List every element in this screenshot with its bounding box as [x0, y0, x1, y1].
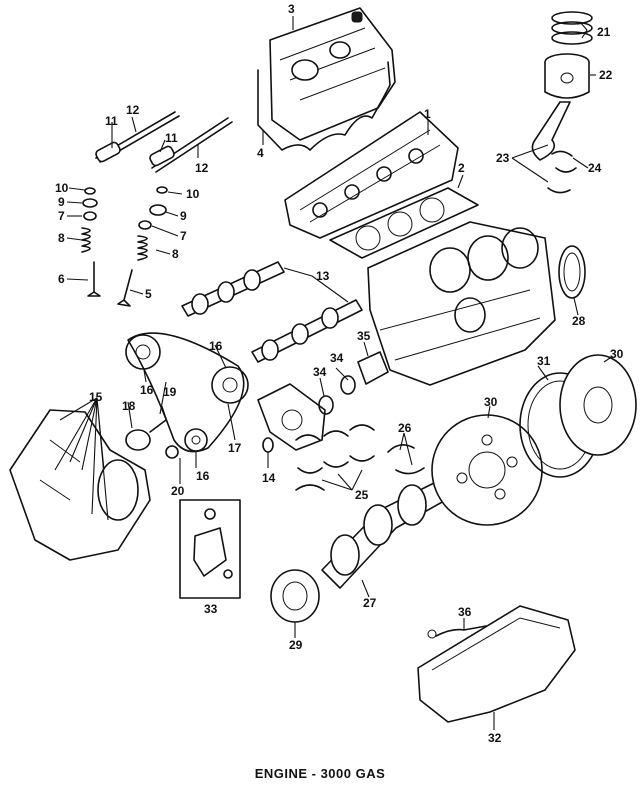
- cylinder-head: [284, 111, 459, 239]
- timing-cover: [9, 409, 151, 561]
- callout-2: 2: [458, 161, 465, 175]
- callout-36: 36: [458, 605, 472, 619]
- callout-12-right: 12: [195, 161, 209, 175]
- callout-15: 15: [89, 390, 103, 404]
- callout-4: 4: [257, 146, 264, 160]
- callout-17: 17: [228, 441, 242, 455]
- callout-5: 5: [145, 287, 152, 301]
- callout-3: 3: [288, 2, 295, 16]
- callout-16-top: 16: [209, 339, 223, 353]
- callout-23: 23: [496, 151, 510, 165]
- callout-18: 18: [122, 399, 136, 413]
- callout-14: 14: [262, 471, 276, 485]
- valve-cover: [269, 7, 396, 141]
- oil-pump: [257, 383, 326, 453]
- callout-8-left: 8: [58, 231, 65, 245]
- callout-1: 1: [424, 107, 431, 121]
- callout-29: 29: [289, 638, 303, 652]
- timing-belt: [127, 332, 245, 453]
- valve-train-right: [117, 186, 168, 307]
- callout-30-top: 30: [610, 347, 624, 361]
- callout-11-left: 11: [105, 114, 118, 128]
- callout-21: 21: [597, 25, 611, 39]
- camshaft-lower: [251, 299, 363, 363]
- callout-7-left: 7: [58, 209, 65, 223]
- callout-8-right: 8: [172, 247, 179, 261]
- callout-16-left: 16: [140, 383, 154, 397]
- callout-35: 35: [357, 329, 371, 343]
- leader-lines: [54, 16, 611, 730]
- camshaft-upper: [181, 261, 285, 317]
- callout-12-left: 12: [126, 103, 140, 117]
- piston-rings: [551, 11, 593, 45]
- callout-11-right: 11: [165, 131, 178, 145]
- balance-shaft-box: [179, 499, 241, 599]
- main-bearings: [295, 424, 425, 491]
- head-gasket: [329, 187, 479, 259]
- callout-9-right: 9: [180, 209, 187, 223]
- engine-block: [367, 221, 556, 386]
- valve-cover-gasket: [257, 61, 391, 151]
- rod-bearings: [547, 150, 577, 194]
- callout-13: 13: [316, 269, 330, 283]
- callout-34-upper: 34: [330, 351, 344, 365]
- callout-22: 22: [599, 68, 613, 82]
- callout-19: 19: [163, 385, 177, 399]
- callout-31: 31: [537, 354, 551, 368]
- callout-10-right: 10: [186, 187, 200, 201]
- piston: [544, 53, 590, 99]
- timing-sprocket-right: [211, 366, 249, 404]
- callout-34-lower: 34: [313, 365, 327, 379]
- callout-labels: 3 4 1 2 21 22 23 24 12 11 11 12 10 10 9 …: [55, 2, 624, 745]
- callout-6: 6: [58, 272, 65, 286]
- callout-26: 26: [398, 421, 412, 435]
- callout-25: 25: [355, 488, 369, 502]
- callout-16-bottom: 16: [196, 469, 210, 483]
- connecting-rod: [531, 101, 571, 161]
- callout-27: 27: [363, 596, 377, 610]
- callout-33: 33: [204, 602, 218, 616]
- callout-30-mid: 30: [484, 395, 498, 409]
- callout-28: 28: [572, 314, 586, 328]
- callout-9-left: 9: [58, 195, 65, 209]
- flexplate: [431, 414, 543, 526]
- flywheel: [559, 354, 637, 456]
- callout-20: 20: [171, 484, 185, 498]
- oil-pan: [417, 605, 576, 723]
- timing-sprocket-upper: [125, 334, 161, 370]
- callout-10-left: 10: [55, 181, 69, 195]
- rear-main-seal: [558, 245, 586, 299]
- callout-24: 24: [588, 161, 602, 175]
- callout-32: 32: [488, 731, 502, 745]
- crank-pulley: [270, 569, 320, 623]
- belt-tensioner: [125, 405, 179, 459]
- crank-sprocket: [184, 428, 208, 452]
- diagram-caption: ENGINE - 3000 GAS: [254, 766, 386, 781]
- oil-seals: [318, 351, 389, 415]
- rocker-arms: [95, 141, 175, 167]
- callout-7-right: 7: [180, 229, 187, 243]
